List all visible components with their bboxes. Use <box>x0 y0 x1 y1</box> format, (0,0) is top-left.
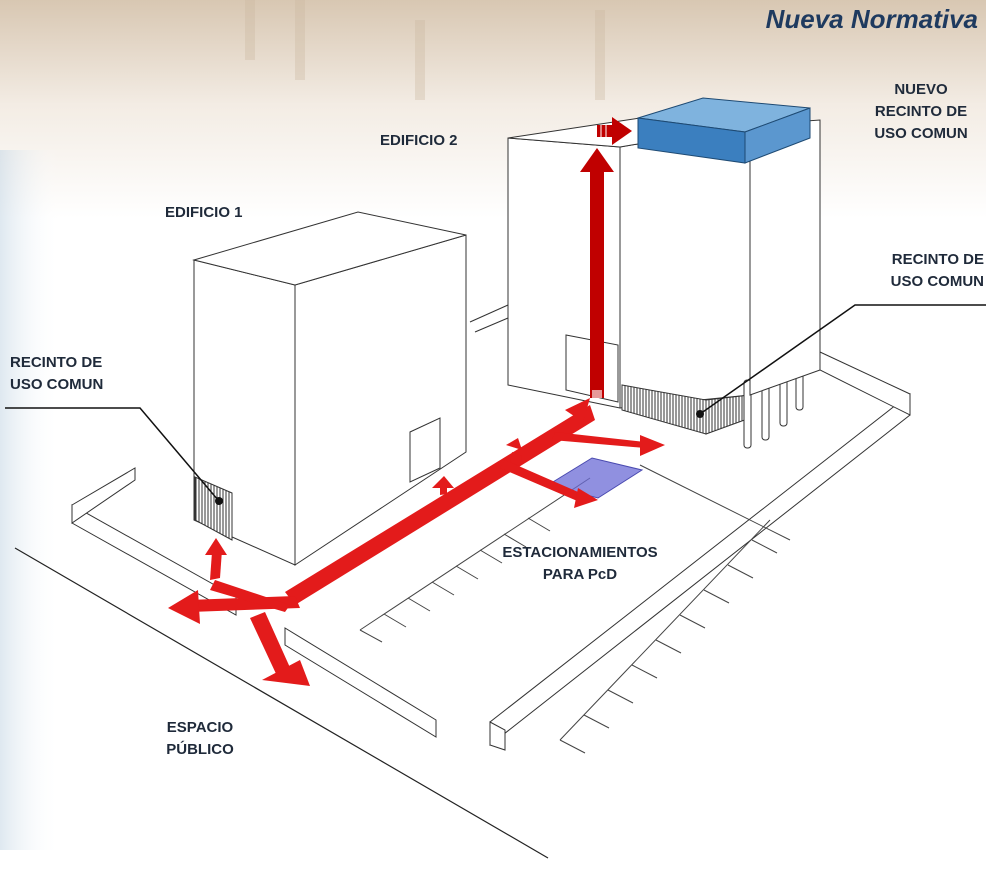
street-line <box>14 547 549 859</box>
building-1 <box>192 211 467 566</box>
label-line: USO COMUN <box>10 376 104 393</box>
label-line: RECINTO DE <box>891 251 984 268</box>
label-line: PÚBLICO <box>166 741 234 758</box>
label-line: ESTACIONAMIENTOS <box>502 544 658 561</box>
label-recinto-izquierda: RECINTO DE USO COMUN <box>10 352 103 396</box>
vertical-route <box>580 148 614 398</box>
label-edificio-2: EDIFICIO 2 <box>380 132 458 149</box>
page-title: Nueva Normativa <box>765 4 978 34</box>
accessible-route <box>168 398 665 686</box>
parking-stalls <box>359 464 791 754</box>
leader-dot-right <box>696 410 704 418</box>
label-line: USO COMUN <box>890 273 984 290</box>
roof-access-arrow <box>597 117 632 145</box>
leader-dot-left <box>215 497 223 505</box>
leader-lines <box>5 304 986 501</box>
label-line: PARA PcD <box>542 566 618 583</box>
label-line: RECINTO DE <box>874 103 968 120</box>
new-common-room-box <box>637 97 811 164</box>
label-line: ESPACIO <box>166 719 234 736</box>
label-line: NUEVO <box>894 81 948 98</box>
label-nuevo-recinto: NUEVO RECINTO DE USO COMUN <box>856 79 986 145</box>
hatched-room-left <box>194 476 233 541</box>
label-estacionamientos: ESTACIONAMIENTOS PARA PcD <box>490 542 670 586</box>
label-recinto-derecha: RECINTO DE USO COMUN <box>891 249 984 293</box>
label-line: USO COMUN <box>874 125 968 142</box>
perimeter-wall <box>71 351 911 751</box>
label-edificio-1: EDIFICIO 1 <box>165 204 243 221</box>
building-2 <box>469 117 821 449</box>
label-line: RECINTO DE <box>10 354 103 371</box>
label-espacio-publico: ESPACIO PÚBLICO <box>140 717 260 761</box>
